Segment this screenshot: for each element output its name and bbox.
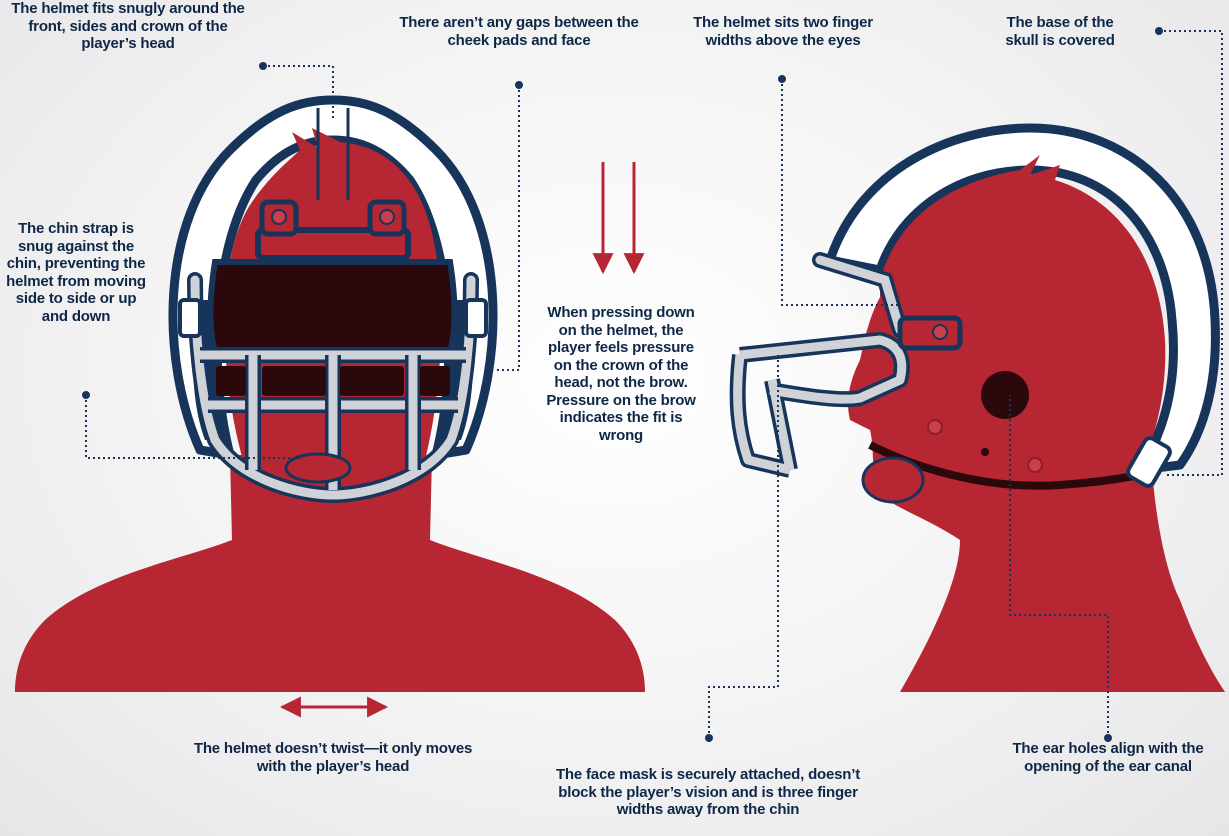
front-eye-opening (211, 262, 455, 352)
label-fits-snugly: The helmet fits snugly around the front,… (2, 0, 254, 53)
label-no-gaps: There aren’t any gaps between the cheek … (395, 14, 643, 49)
label-chin-strap: The chin strap is snug against the chin,… (6, 220, 146, 325)
down-arrow-icon (603, 162, 634, 272)
label-no-twist: The helmet doesn’t twist—it only moves w… (188, 740, 478, 775)
side-ear-hole (981, 371, 1029, 419)
helmet-side-illustration (738, 128, 1225, 692)
label-pressing: When pressing down on the helmet, the pl… (546, 304, 696, 444)
label-ear-holes: The ear holes align with the opening of … (990, 740, 1226, 775)
label-skull-base: The base of the skull is covered (1000, 14, 1120, 49)
label-two-finger: The helmet sits two finger widths above … (678, 14, 888, 49)
label-face-mask: The face mask is securely attached, does… (548, 766, 868, 819)
